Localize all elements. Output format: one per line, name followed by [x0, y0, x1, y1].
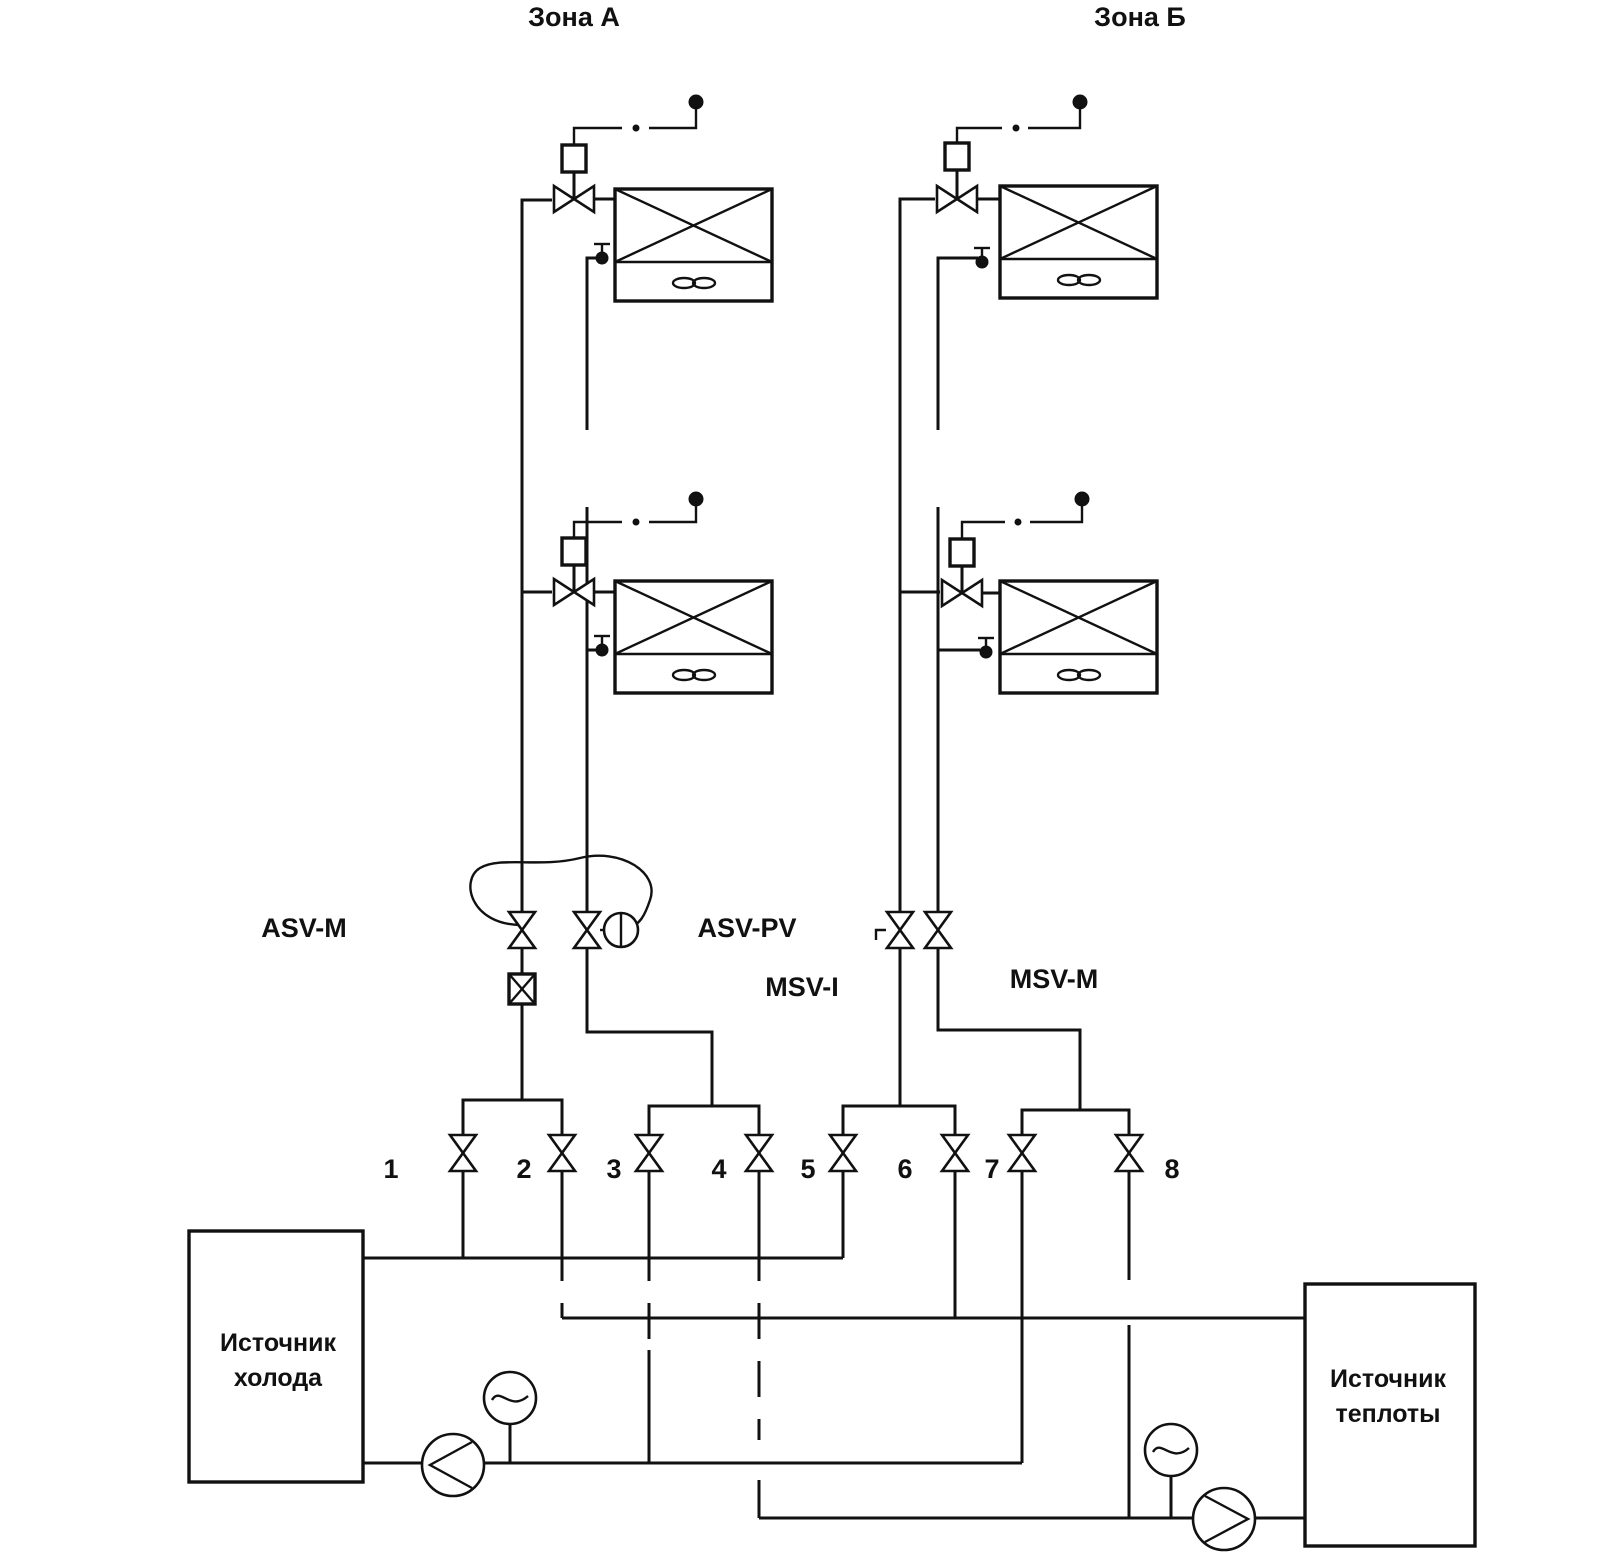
valve-2: [546, 1133, 578, 1173]
cold-source-unit: Источник холода: [187, 1229, 365, 1484]
room-thermostat-icon: [688, 491, 704, 507]
asv-pv-valve: [571, 910, 640, 950]
pressure-gauge-icon: [482, 1370, 538, 1463]
room-thermostat-icon: [1072, 94, 1088, 110]
pressure-gauge-icon: [1143, 1422, 1199, 1518]
branch-number-2: 2: [516, 1154, 531, 1184]
asv-pv-label: ASV-PV: [697, 913, 796, 943]
zone-b-title: Зона Б: [1094, 2, 1186, 32]
branch-connections: [461, 948, 1131, 1135]
asv-m-label: ASV-M: [261, 913, 347, 943]
zone-a-return-fittings: [594, 242, 610, 657]
branch-number-3: 3: [606, 1154, 621, 1184]
capillary-tube: [469, 854, 653, 930]
zone-a-upper-control-valve: [552, 94, 704, 215]
changeover-valves: [447, 1133, 1145, 1173]
branch-number-1: 1: [383, 1154, 398, 1184]
valve-7: [1006, 1133, 1038, 1173]
cold-source-label-line1: Источник: [220, 1329, 336, 1357]
circulation-pump-icon: [420, 1432, 486, 1498]
main-headers: [363, 1256, 1305, 1520]
fan-coil-unit-icon: [998, 579, 1159, 695]
valve-8: [1113, 1133, 1145, 1173]
branch-number-5: 5: [800, 1154, 815, 1184]
cold-source-label-line2: холода: [234, 1364, 323, 1392]
msv-m-label: MSV-M: [1010, 964, 1099, 994]
fan-coil-unit-icon: [998, 184, 1159, 300]
zone-b-return-fittings: [974, 246, 994, 659]
valve-6: [939, 1133, 971, 1173]
zone-b-lower-control-valve: [940, 491, 1090, 609]
branch-number-8: 8: [1164, 1154, 1179, 1184]
valve-3: [633, 1133, 665, 1173]
heat-source-label-line1: Источник: [1330, 1365, 1446, 1393]
heat-source-label-line2: теплоты: [1335, 1400, 1440, 1428]
valve-drops: [461, 1171, 1131, 1518]
asv-m-valve: [506, 910, 538, 1006]
valve-1: [447, 1133, 479, 1173]
room-thermostat-icon: [688, 94, 704, 110]
heat-source-unit: Источник теплоты: [1303, 1282, 1477, 1548]
zone-a-title: Зона А: [528, 2, 620, 32]
valve-4: [743, 1133, 775, 1173]
zone-b-upper-control-valve: [935, 94, 1088, 215]
branch-number-4: 4: [711, 1154, 726, 1184]
valve-5: [827, 1133, 859, 1173]
msv-i-label: MSV-I: [765, 972, 839, 1002]
fan-coil-unit-icon: [613, 579, 774, 695]
room-thermostat-icon: [1074, 491, 1090, 507]
msv-m-valve: [922, 910, 954, 950]
fan-coil-unit-icon: [613, 187, 774, 303]
branch-number-6: 6: [897, 1154, 912, 1184]
circulation-pump-icon: [1191, 1486, 1257, 1552]
zone-a-lower-control-valve: [552, 491, 704, 608]
branch-number-7: 7: [984, 1154, 999, 1184]
zone-b-risers: [898, 197, 980, 915]
msv-i-valve: [874, 910, 916, 950]
